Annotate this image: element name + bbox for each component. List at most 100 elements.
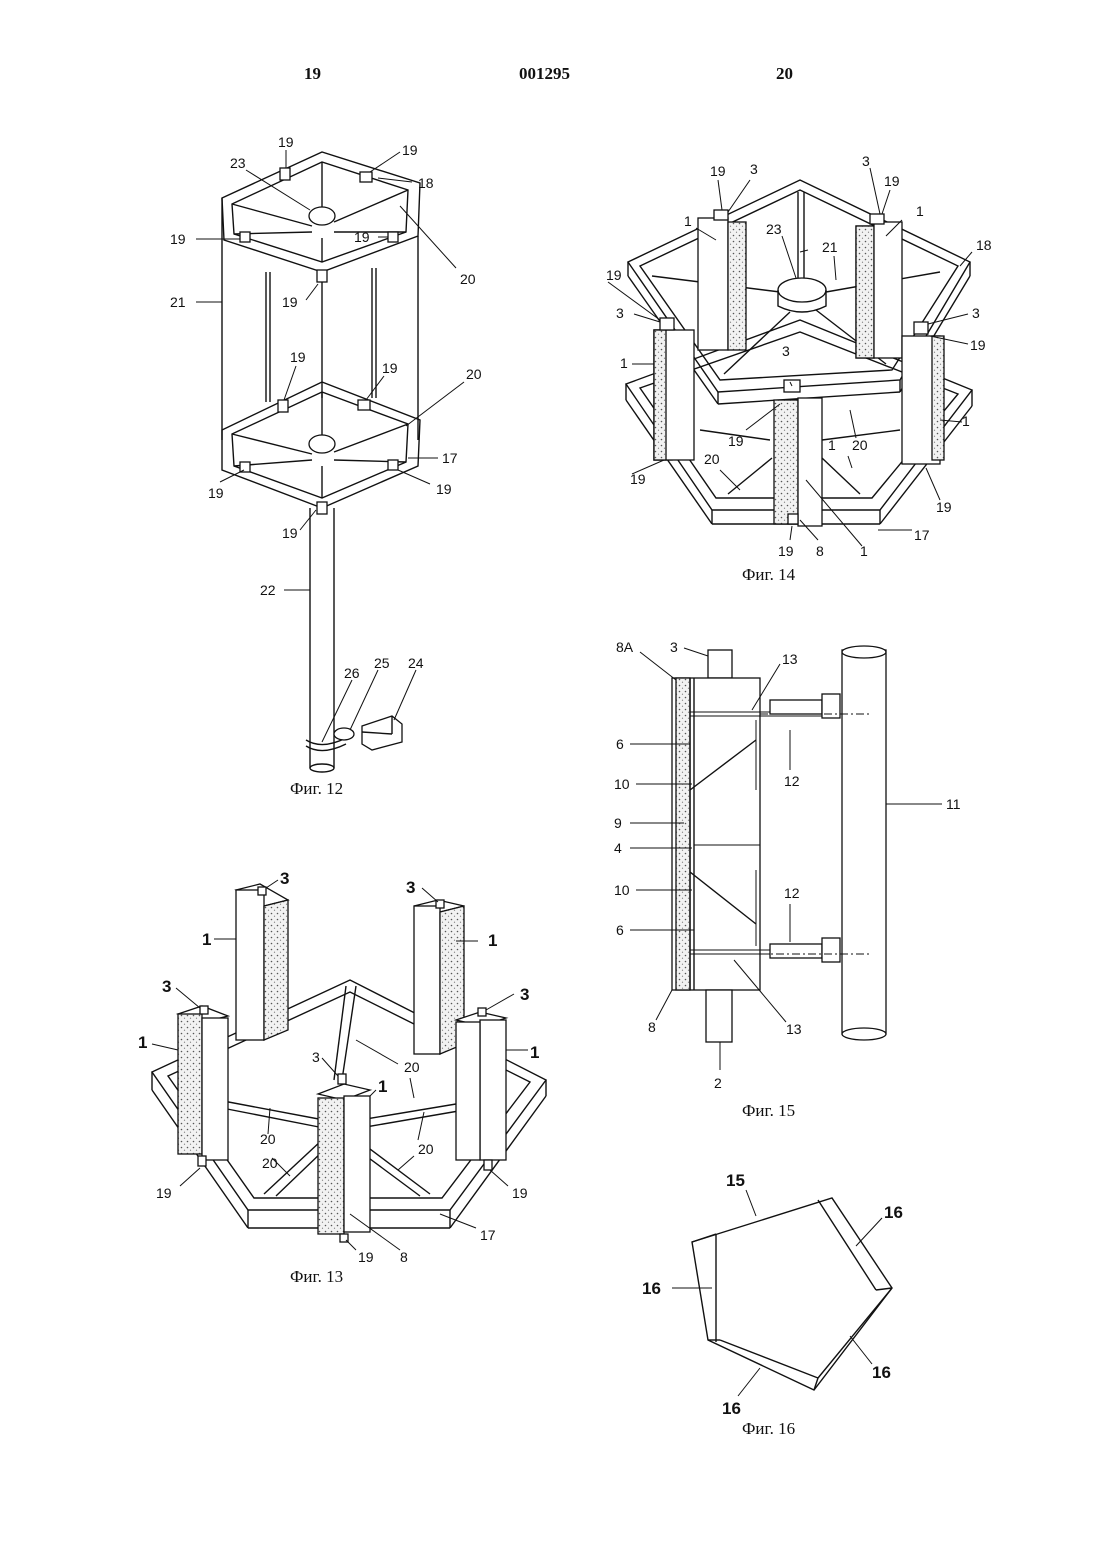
fig13-label: 1 xyxy=(202,930,211,949)
fig14-label: 3 xyxy=(862,153,870,169)
figure-13: 3 3 1 1 3 3 1 1 3 1 20 20 20 20 19 19 17… xyxy=(138,869,546,1286)
fig12-label: 22 xyxy=(260,582,276,598)
fig15-label: 11 xyxy=(946,796,961,812)
fig12-mast xyxy=(306,508,402,772)
fig14-label: 1 xyxy=(962,413,970,429)
fig14-label: 19 xyxy=(936,499,952,515)
fig16-caption: Фиг. 16 xyxy=(742,1419,795,1438)
fig16-label: 16 xyxy=(642,1279,661,1298)
figure-14: 19 3 3 19 1 1 23 21 18 19 3 3 19 1 3 1 2… xyxy=(606,153,992,584)
fig13-label: 3 xyxy=(406,878,415,897)
fig15-caption: Фиг. 15 xyxy=(742,1101,795,1120)
fig15-mast xyxy=(760,646,886,1040)
fig14-label: 18 xyxy=(976,237,992,253)
fig13-label: 1 xyxy=(138,1033,147,1052)
fig14-label: 1 xyxy=(620,355,628,371)
fig16-label: 16 xyxy=(872,1363,891,1382)
fig14-label: 19 xyxy=(630,471,646,487)
fig12-label: 19 xyxy=(354,229,370,245)
fig14-label: 3 xyxy=(782,343,790,359)
fig13-label: 1 xyxy=(530,1043,539,1062)
figure-15: 8A 3 13 6 12 10 11 9 4 10 12 6 13 8 2 Фи… xyxy=(614,639,961,1120)
fig15-label: 13 xyxy=(782,651,798,667)
fig12-label: 19 xyxy=(282,294,298,310)
fig13-label: 8 xyxy=(400,1249,408,1265)
fig14-label: 8 xyxy=(816,543,824,559)
fig15-label: 9 xyxy=(614,815,622,831)
fig13-label: 20 xyxy=(262,1155,278,1171)
fig12-label: 25 xyxy=(374,655,390,671)
fig12-label: 19 xyxy=(282,525,298,541)
fig14-label: 1 xyxy=(828,437,836,453)
fig16-label: 16 xyxy=(884,1203,903,1222)
fig12-label: 19 xyxy=(170,231,186,247)
fig15-label: 13 xyxy=(786,1021,802,1037)
fig15-label: 4 xyxy=(614,840,622,856)
fig16-label: 16 xyxy=(722,1399,741,1418)
fig12-label: 19 xyxy=(208,485,224,501)
fig12-label: 19 xyxy=(436,481,452,497)
fig15-label: 8 xyxy=(648,1019,656,1035)
fig14-label: 1 xyxy=(860,543,868,559)
fig14-label: 19 xyxy=(778,543,794,559)
fig14-label: 3 xyxy=(972,305,980,321)
figure-16: 15 16 16 16 16 Фиг. 16 xyxy=(642,1171,903,1438)
fig13-caption: Фиг. 13 xyxy=(290,1267,343,1286)
fig14-label: 1 xyxy=(916,203,924,219)
fig14-label: 19 xyxy=(606,267,622,283)
fig13-label: 3 xyxy=(280,869,289,888)
fig12-label: 26 xyxy=(344,665,360,681)
fig13-blades xyxy=(178,884,506,1242)
fig15-label: 10 xyxy=(614,776,630,792)
fig14-label: 3 xyxy=(616,305,624,321)
fig13-label: 17 xyxy=(480,1227,496,1243)
fig15-label: 12 xyxy=(784,773,800,789)
fig15-label: 6 xyxy=(616,922,624,938)
fig12-label: 19 xyxy=(382,360,398,376)
fig15-label: 12 xyxy=(784,885,800,901)
fig13-label: 19 xyxy=(156,1185,172,1201)
fig13-label: 20 xyxy=(260,1131,276,1147)
fig14-label: 20 xyxy=(704,451,720,467)
fig14-label: 21 xyxy=(822,239,838,255)
fig15-label: 2 xyxy=(714,1075,722,1091)
fig12-label: 20 xyxy=(466,366,482,382)
fig14-label: 19 xyxy=(970,337,986,353)
fig12-label: 23 xyxy=(230,155,246,171)
figure-12: 19 19 18 23 19 19 20 21 19 19 19 20 17 1… xyxy=(170,134,482,798)
fig13-label: 3 xyxy=(162,977,171,996)
fig12-label: 24 xyxy=(408,655,424,671)
fig13-label: 20 xyxy=(404,1059,420,1075)
fig14-label: 17 xyxy=(914,527,930,543)
fig12-label: 18 xyxy=(418,175,434,191)
fig15-label: 3 xyxy=(670,639,678,655)
fig12-label: 20 xyxy=(460,271,476,287)
fig12-label: 19 xyxy=(402,142,418,158)
fig12-caption: Фиг. 12 xyxy=(290,779,343,798)
fig15-label: 6 xyxy=(616,736,624,752)
fig13-label: 3 xyxy=(312,1049,320,1065)
fig13-label: 19 xyxy=(358,1249,374,1265)
fig13-label: 20 xyxy=(418,1141,434,1157)
fig13-label: 3 xyxy=(520,985,529,1004)
fig12-label: 21 xyxy=(170,294,186,310)
fig16-labels: 15 16 16 16 16 xyxy=(642,1171,903,1418)
fig14-label: 23 xyxy=(766,221,782,237)
fig14-label: 19 xyxy=(728,433,744,449)
fig14-label: 3 xyxy=(750,161,758,177)
fig14-label: 20 xyxy=(852,437,868,453)
fig14-label: 19 xyxy=(710,163,726,179)
fig12-label: 19 xyxy=(290,349,306,365)
fig12-top-frame xyxy=(222,152,420,272)
fig16-label: 15 xyxy=(726,1171,745,1190)
fig14-label: 1 xyxy=(684,213,692,229)
fig14-caption: Фиг. 14 xyxy=(742,565,796,584)
fig14-label: 19 xyxy=(884,173,900,189)
fig15-label: 8A xyxy=(616,639,634,655)
fig12-bottom-frame xyxy=(222,382,420,508)
fig13-label: 1 xyxy=(378,1077,387,1096)
fig12-label: 19 xyxy=(278,134,294,150)
fig12-label: 17 xyxy=(442,450,458,466)
fig13-label: 1 xyxy=(488,931,497,950)
